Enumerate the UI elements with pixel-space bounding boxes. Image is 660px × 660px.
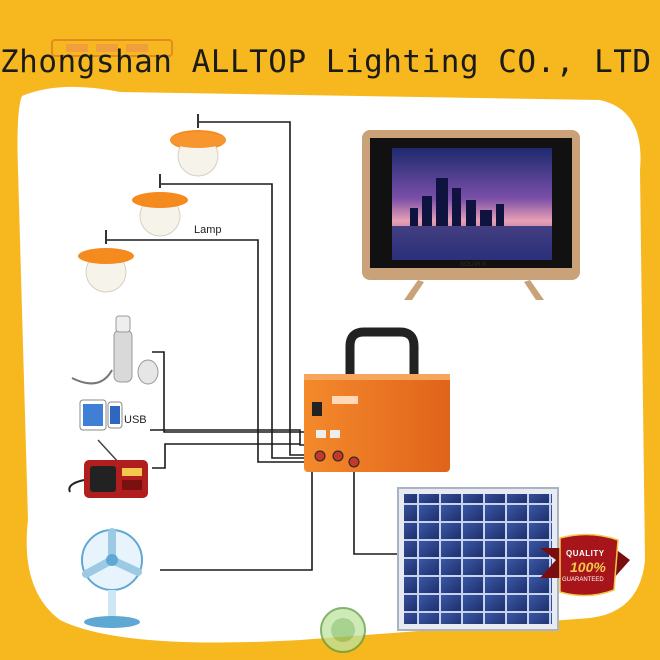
tv-icon xyxy=(362,130,580,300)
lamp-label: Lamp xyxy=(194,224,222,236)
flashlight-icon xyxy=(71,315,159,385)
faded-logo xyxy=(51,39,173,57)
lamp-3-icon xyxy=(78,230,134,293)
quality-badge xyxy=(540,533,630,597)
eco-seal-icon xyxy=(320,607,366,653)
tv-brand-label: SOLAR-X xyxy=(460,262,487,268)
tablet-phone-icon xyxy=(79,399,123,431)
lamp-2-icon xyxy=(132,174,188,237)
quality-bottom-label: GUARANTEED xyxy=(562,577,604,583)
solar-panel-icon xyxy=(397,487,559,631)
quality-top-label: QUALITY xyxy=(566,549,605,558)
fan-icon xyxy=(81,528,143,628)
solar-generator-box xyxy=(304,327,450,472)
usb-label: USB xyxy=(124,414,147,426)
wiring xyxy=(106,121,404,571)
radio-icon xyxy=(68,439,148,498)
company-title: Zhongshan ALLTOP Lighting CO., LTD xyxy=(0,44,652,80)
lamp-1-icon xyxy=(170,114,226,177)
quality-percent-label: 100% xyxy=(570,559,606,575)
